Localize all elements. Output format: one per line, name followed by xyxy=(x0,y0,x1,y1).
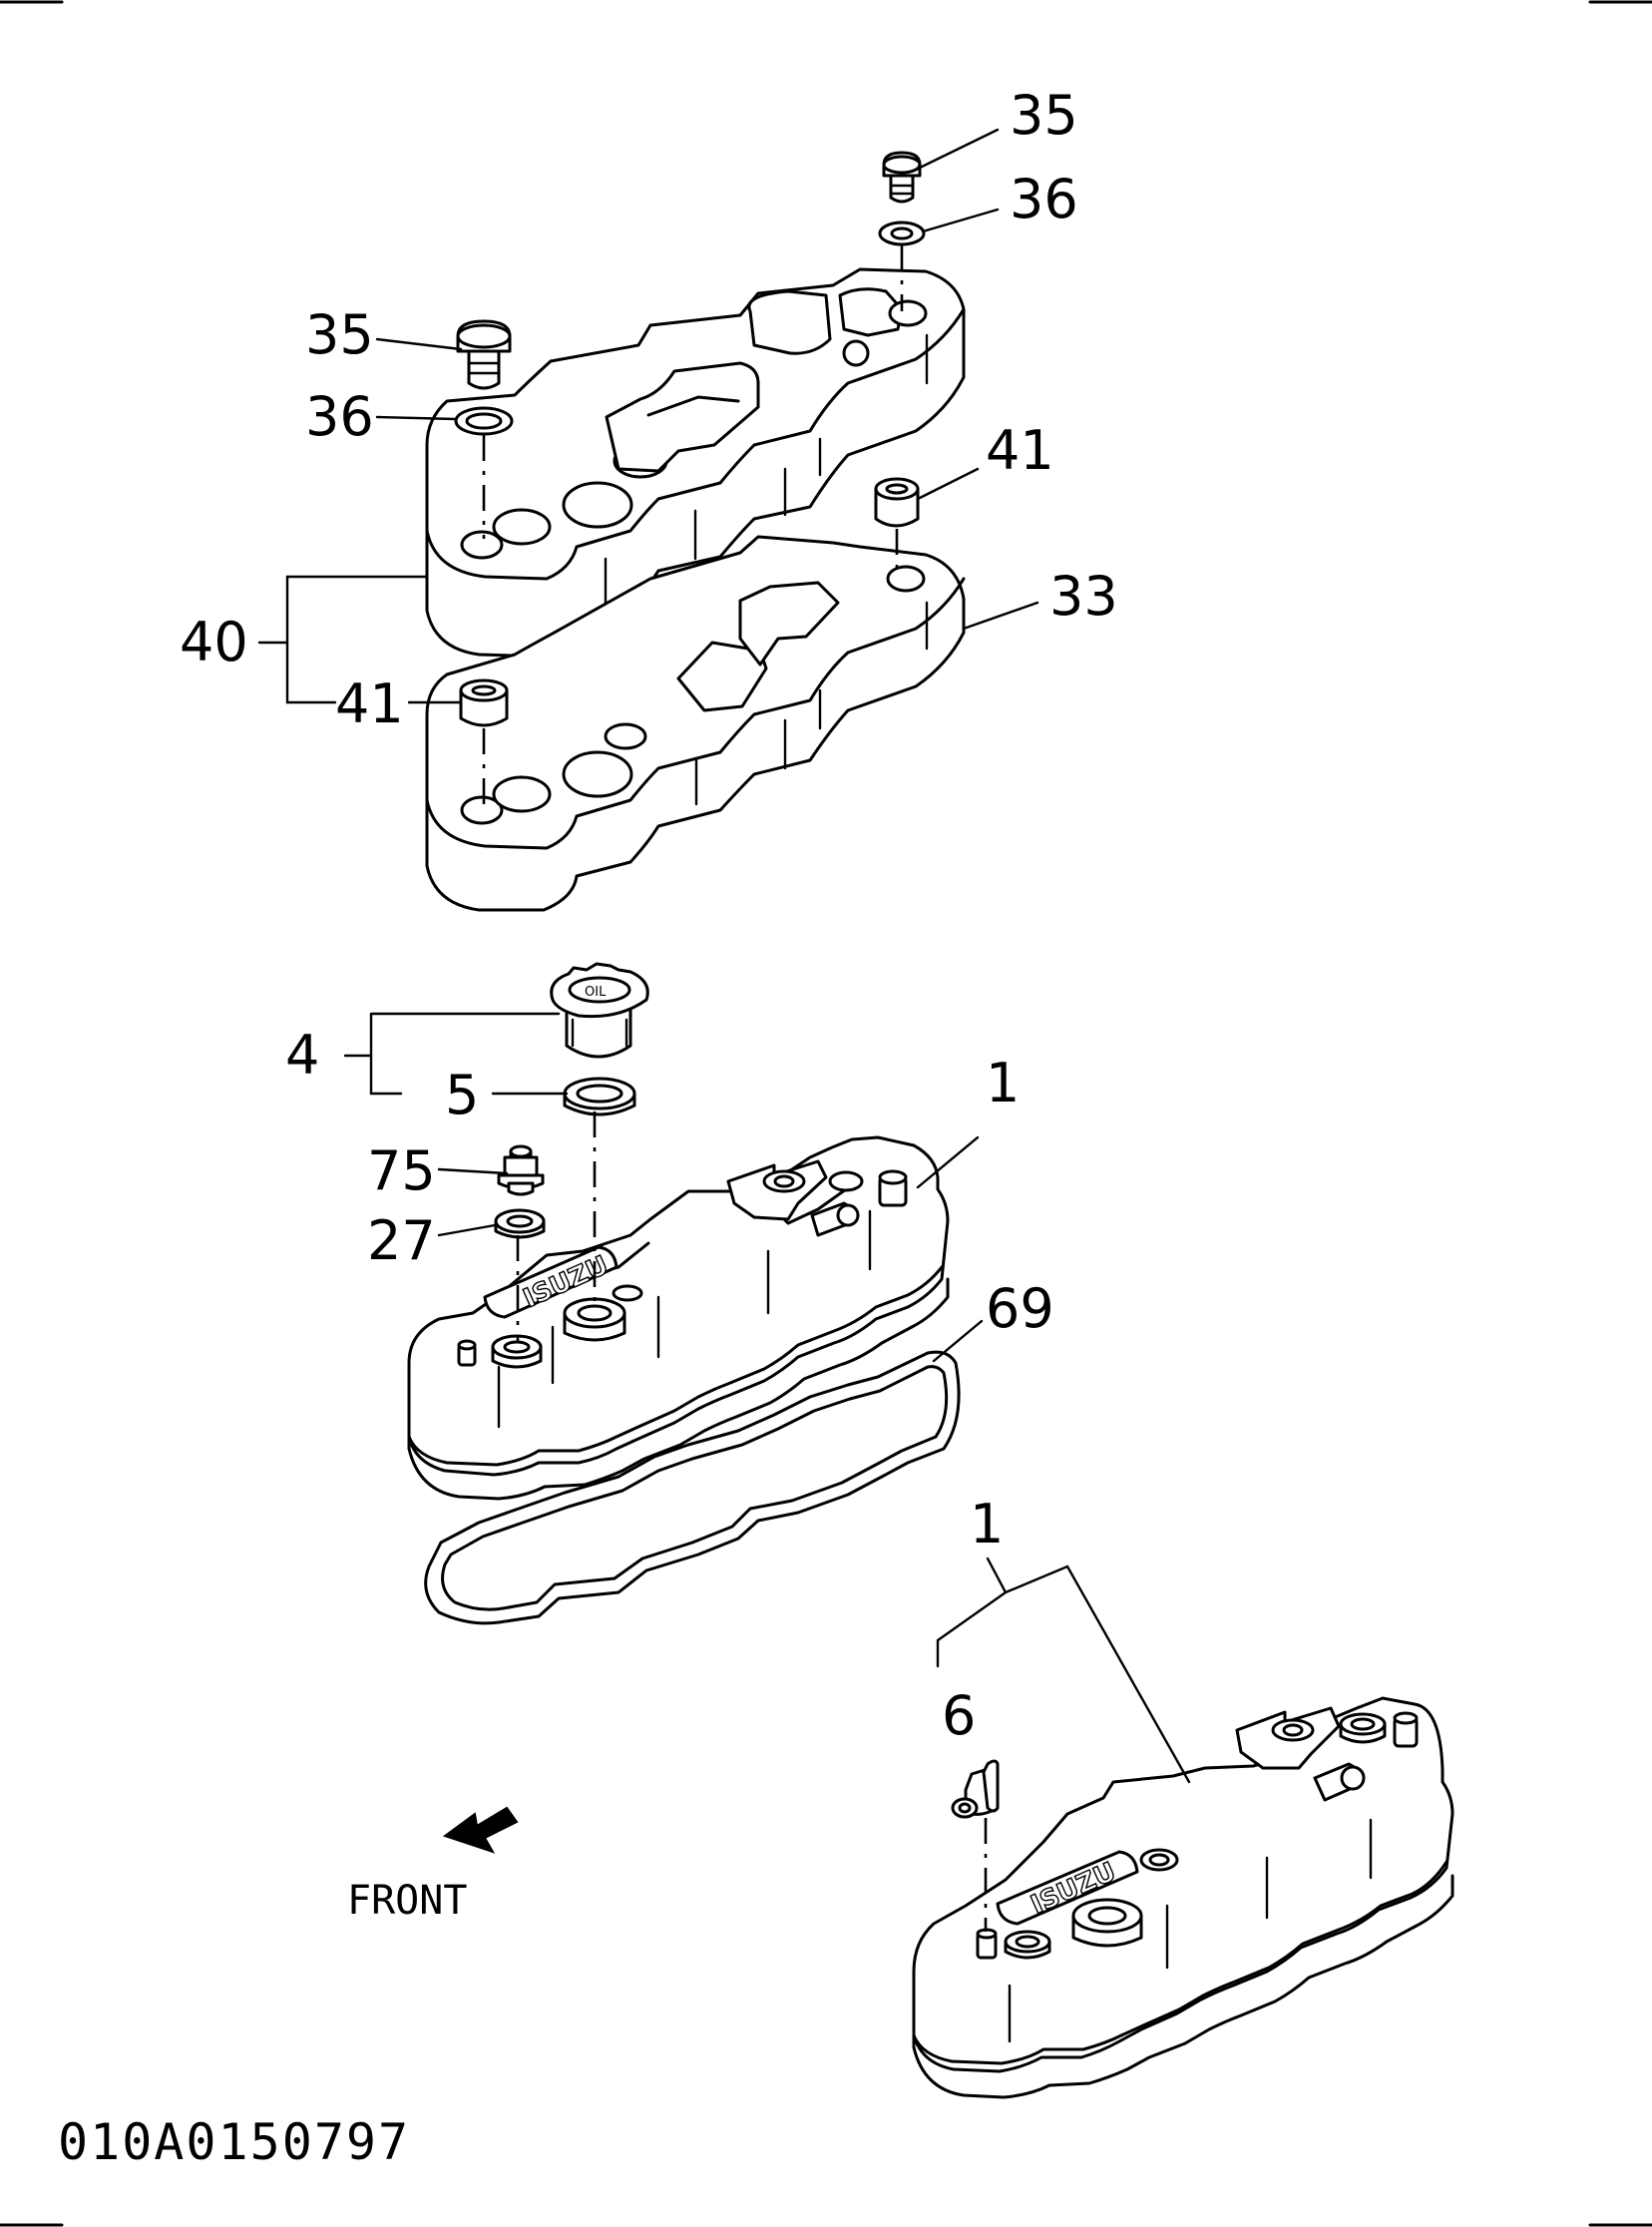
center-lines-middle xyxy=(516,1112,597,1343)
leader-lines xyxy=(257,128,1191,1784)
callout-35-top: 35 xyxy=(1010,84,1078,147)
rocker-cover-main: ISUZU xyxy=(407,1135,950,1501)
grommet-41-right xyxy=(874,477,920,528)
washer-36-top xyxy=(878,221,926,246)
cap-seal-5 xyxy=(563,1077,636,1116)
callout-36-left: 36 xyxy=(305,385,374,448)
front-label: FRONT xyxy=(347,1878,467,1924)
washer-27 xyxy=(494,1208,546,1239)
callout-27: 27 xyxy=(367,1209,436,1272)
callout-69: 69 xyxy=(986,1277,1054,1340)
callout-33: 33 xyxy=(1049,565,1118,628)
callout-41-left: 41 xyxy=(335,672,404,735)
drawing-code: 010A0150797 xyxy=(58,2113,410,2171)
front-arrow-icon xyxy=(442,1806,519,1854)
callout-41-right: 41 xyxy=(986,419,1054,482)
cap-oil-marking: OIL xyxy=(585,985,607,1000)
callout-1-main: 1 xyxy=(986,1052,1020,1114)
callout-36-top: 36 xyxy=(1010,168,1078,230)
callout-35-left: 35 xyxy=(305,303,374,366)
bolt-35-left xyxy=(456,319,512,390)
bolt-75 xyxy=(497,1144,545,1196)
insulator-lower xyxy=(425,535,966,912)
callout-labels: 35 36 35 36 41 33 40 41 4 5 1 75 27 69 1… xyxy=(180,84,1118,1747)
callout-6: 6 xyxy=(942,1684,976,1747)
grommet-41-left xyxy=(459,678,509,727)
breather-elbow-6 xyxy=(951,1759,1000,1819)
rocker-cover-lower: ISUZU xyxy=(912,1696,1454,2099)
callout-40: 40 xyxy=(180,611,248,673)
cover-gasket-69 xyxy=(424,1350,961,1625)
callout-1-lower: 1 xyxy=(970,1493,1004,1556)
oil-filler-cap-4: OIL xyxy=(550,962,649,1059)
callout-5: 5 xyxy=(445,1064,479,1126)
center-lines-top xyxy=(482,244,904,806)
bolt-35-top xyxy=(882,151,922,204)
insulator-upper xyxy=(425,267,966,659)
washer-36-left xyxy=(454,406,514,436)
callout-75: 75 xyxy=(367,1139,436,1202)
callout-4: 4 xyxy=(285,1024,319,1087)
